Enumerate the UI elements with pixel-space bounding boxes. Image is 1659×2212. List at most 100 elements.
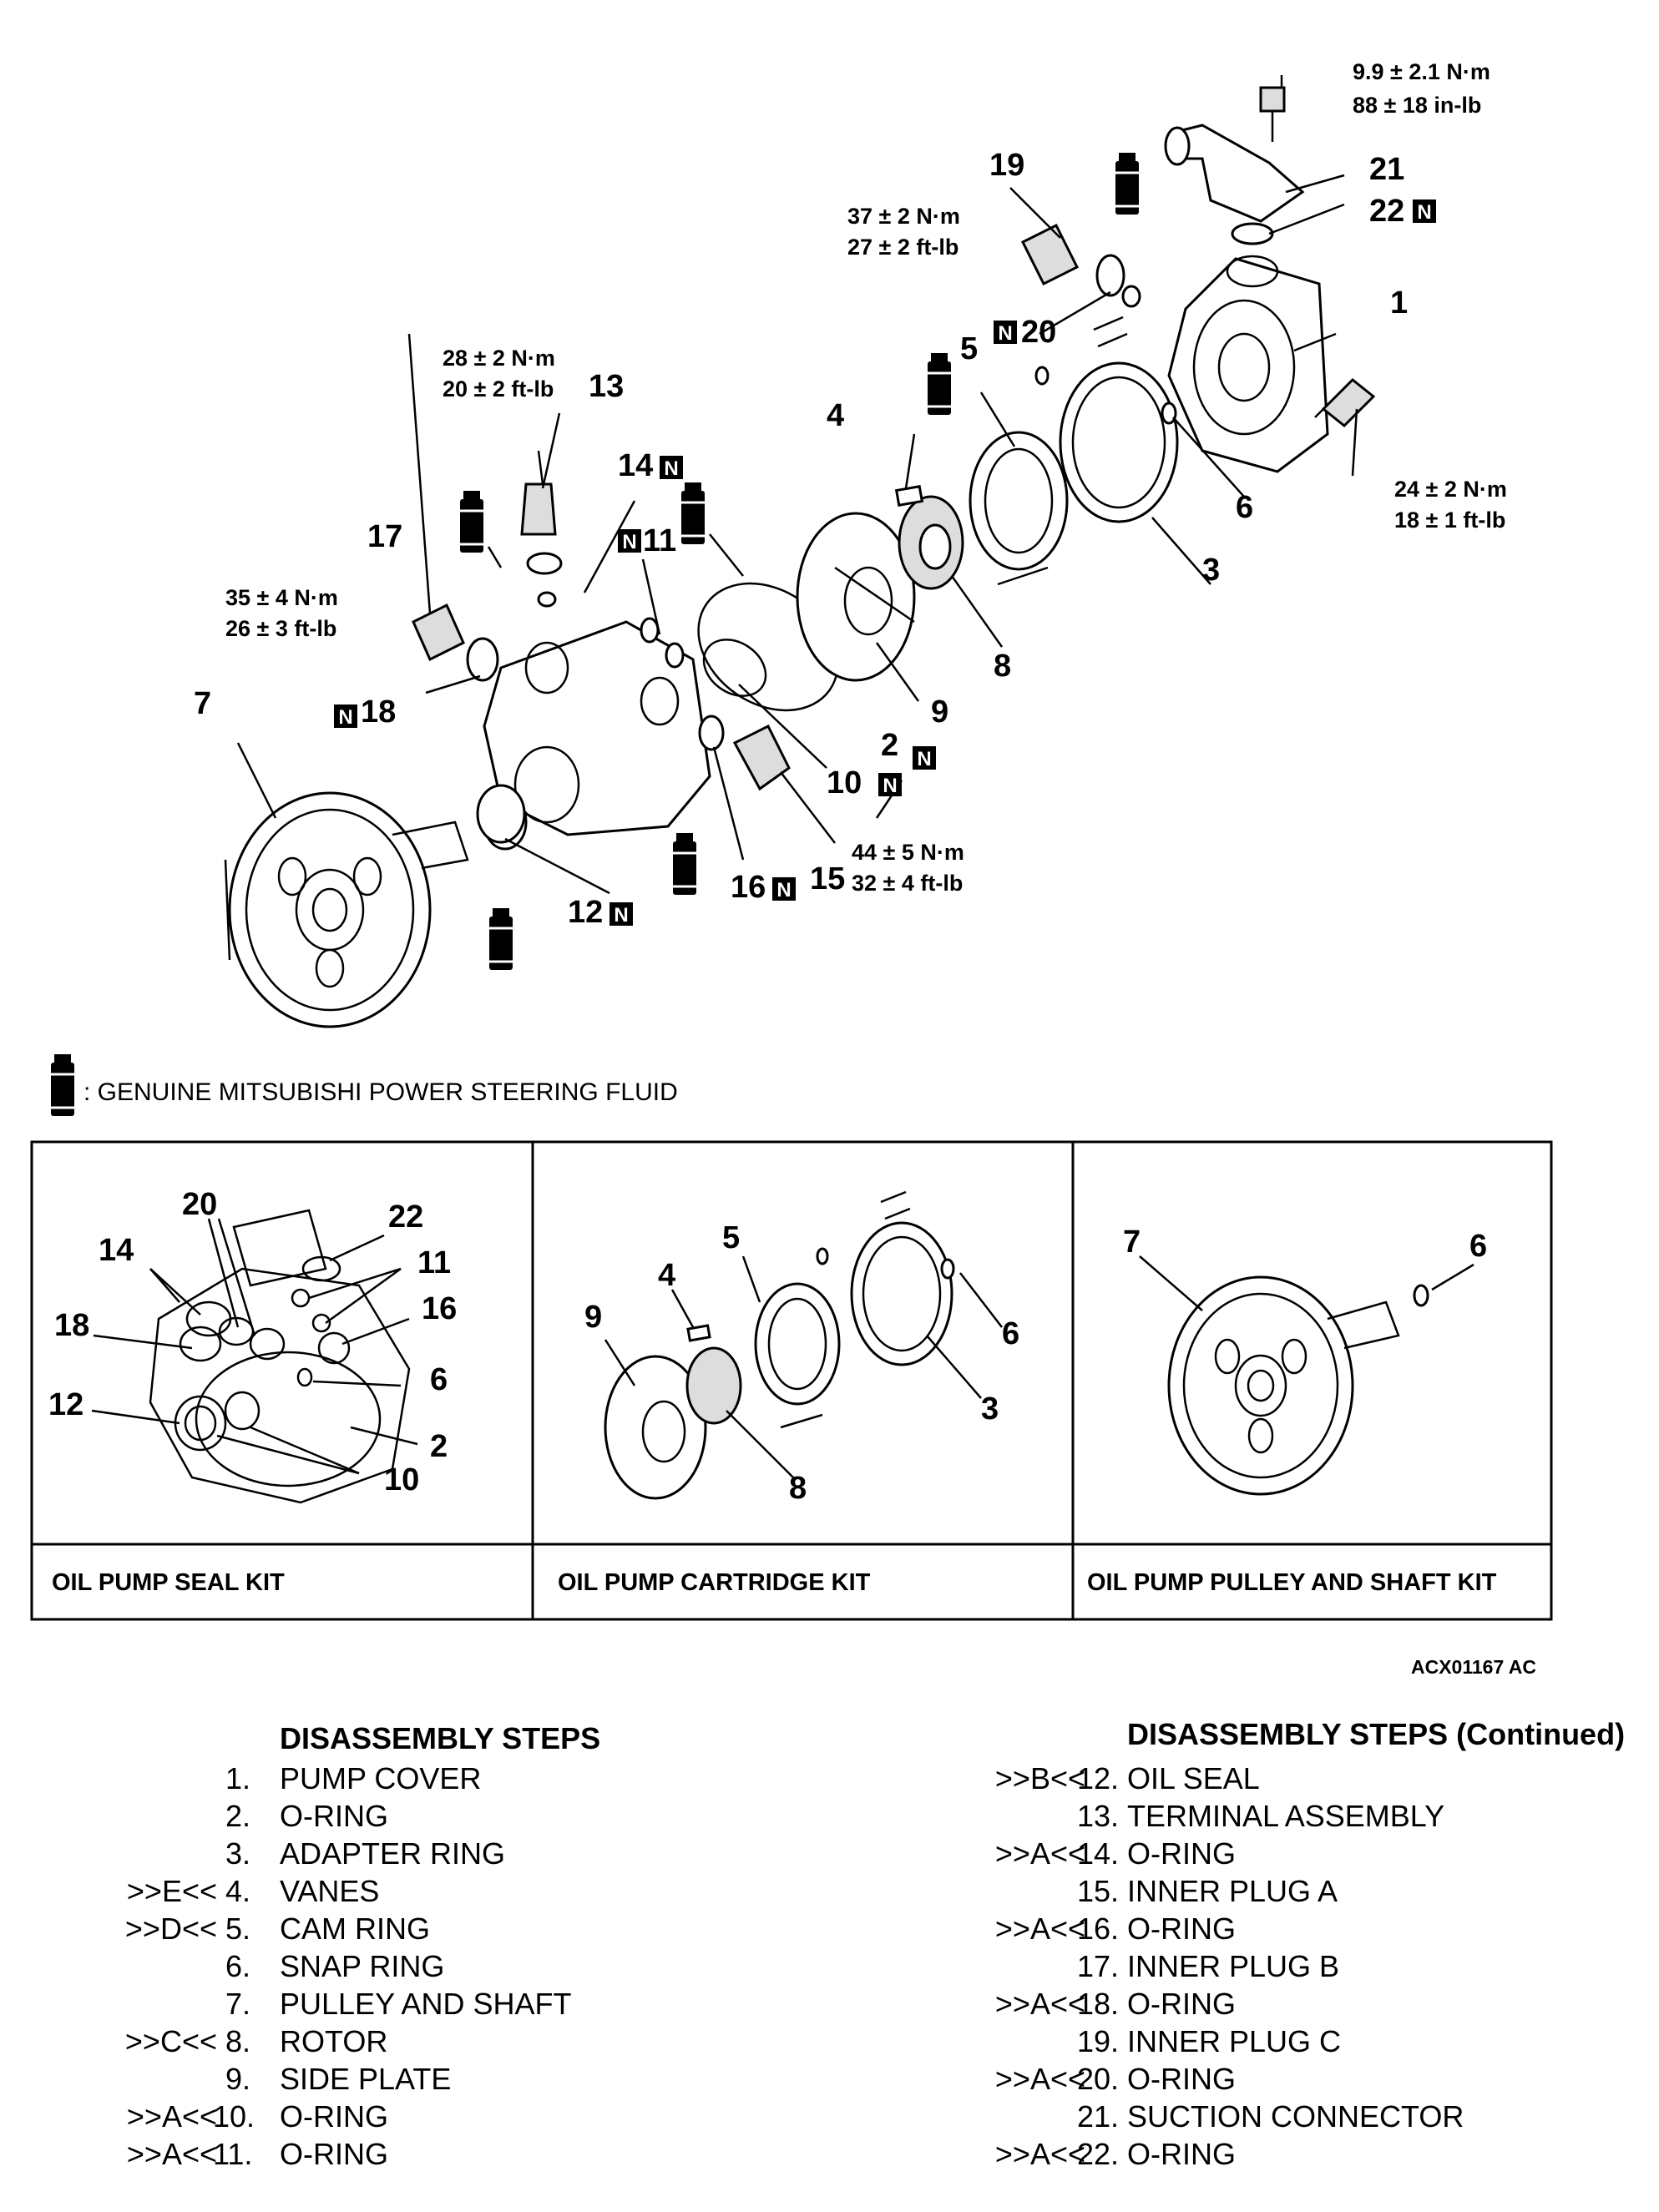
step-reference: >>A<< [126,2099,217,2134]
fluid-bottle-icon [1114,151,1141,216]
step-reference: >>A<< [994,1987,1085,2021]
step-row: 19.INNER PLUG C [868,2023,1659,2060]
cartridge-kit-callout-5: 5 [722,1220,740,1255]
torque-17-metric: 35 ± 4 N·m [225,585,338,610]
step-name: SNAP RING [280,1949,445,1983]
seal-kit-callout-2: 2 [430,1429,448,1464]
step-name: SIDE PLATE [280,2062,452,2096]
callout-5: 5 [960,331,978,366]
step-number: 3. [225,1836,250,1871]
fluid-bottle-icon [488,907,514,972]
step-number: 21. [1076,2099,1119,2134]
seal-kit-callout-14: 14 [99,1233,134,1268]
step-row: >>A<<10.O-RING [0,2098,751,2135]
step-name: CAM RING [280,1912,430,1946]
new-part-mark: N [998,322,1012,345]
torque-21-metric: 9.9 ± 2.1 N·m [1353,59,1490,84]
step-reference: >>A<< [994,1836,1085,1871]
figure-id: ACX01167 AC [1411,1656,1536,1678]
new-part-mark: N [338,706,352,729]
step-reference: >>D<< [124,1912,217,1946]
fluid-bottle-icon [926,351,953,417]
step-name: O-RING [1127,1836,1236,1871]
step-number: 15. [1076,1874,1119,1908]
new-part-mark: N [622,531,636,553]
step-row: >>A<<18.O-RING [868,1985,1659,2023]
step-row: 9. SIDE PLATE [0,2060,751,2098]
step-number: 11. [213,2137,253,2171]
step-row: >>E<<4.VANES [0,1872,751,1910]
pulley-kit-illustration: 7 6 [1123,1225,1487,1496]
vanes-part [894,484,924,508]
step-number: 9. [225,2062,250,2096]
step-number: 17. [1076,1949,1119,1983]
step-number: 13. [1076,1799,1119,1833]
fluid-bottle-icon [671,831,698,896]
kit-table: 20 22 14 11 18 16 6 12 2 10 [30,1140,1553,1621]
step-number: 2. [225,1799,250,1833]
torque-17-imperial: 26 ± 3 ft-lb [225,616,336,641]
cartridge-kit-illustration: 5 4 9 6 3 8 [584,1190,1019,1506]
torque-1-metric: 24 ± 2 N·m [1394,477,1507,502]
cartridge-kit-callout-3: 3 [981,1391,999,1427]
seal-kit-callout-16: 16 [422,1291,457,1326]
step-row: >>A<<20.O-RING [868,2060,1659,2098]
steps-left-title: DISASSEMBLY STEPS [280,1721,601,1755]
callout-14: 14 [618,448,653,483]
step-reference: >>A<< [994,2137,1085,2171]
fluid-bottle-icon [458,489,485,554]
pulley-kit-callout-6: 6 [1469,1229,1487,1264]
side-plate-part [796,512,916,682]
step-number: 5. [225,1912,250,1946]
step-name: PUMP COVER [280,1761,482,1795]
callout-7: 7 [194,686,211,721]
legend-text: : GENUINE MITSUBISHI POWER STEERING FLUI… [83,1078,678,1106]
cover-bolt-part [1314,377,1376,428]
step-name: INNER PLUG B [1127,1949,1340,1983]
step-name: O-RING [1127,1912,1236,1946]
new-part-mark: N [1417,201,1431,224]
pulley-and-shaft-part [224,791,469,1028]
callout-9: 9 [931,694,948,730]
callout-10: 10 [827,765,862,800]
step-name: O-RING [280,2099,388,2134]
step-row: 6.SNAP RING [0,1947,751,1985]
adapter-ring-part [1059,361,1179,523]
main-exploded-view: 1 2 3 4 5 6 7 8 9 10 11 12 13 14 15 16 1… [194,59,1507,1028]
pump-cover-part [1167,255,1329,473]
seal-kit-callout-12: 12 [48,1387,83,1422]
torque-1-imperial: 18 ± 1 ft-lb [1394,508,1505,533]
torque-19-imperial: 27 ± 2 ft-lb [847,235,958,260]
callout-4: 4 [827,398,844,433]
torque-13-metric: 28 ± 2 N·m [443,346,555,371]
step-name: O-RING [1127,2062,1236,2096]
connector-bolt-part [1259,86,1286,142]
step-number: 16. [1076,1912,1119,1946]
step-number: 22. [1076,2137,1119,2171]
callout-3: 3 [1202,553,1220,588]
step-name: O-RING [280,1799,388,1833]
pulley-kit-label: OIL PUMP PULLEY AND SHAFT KIT [1087,1569,1497,1596]
rotor-part [898,495,964,590]
pulley-kit-callout-7: 7 [1123,1225,1141,1260]
callout-1: 1 [1390,285,1408,321]
cartridge-kit-callout-9: 9 [584,1300,602,1335]
step-row: >>A<<11.O-RING [0,2135,751,2173]
o-ring-11b [665,642,685,669]
seal-kit-callout-10: 10 [384,1462,419,1497]
step-row: 2. O-RING [0,1797,751,1835]
new-part-mark: N [664,457,678,480]
torque-13-imperial: 20 ± 2 ft-lb [443,376,554,401]
seal-kit-callout-11: 11 [417,1245,451,1280]
cartridge-kit-callout-6: 6 [1002,1316,1019,1351]
step-name: ROTOR [280,2024,388,2058]
step-reference: >>A<< [126,2137,217,2171]
step-row: >>A<<16.O-RING [868,1910,1659,1947]
step-name: TERMINAL ASSEMBLY [1127,1799,1445,1833]
step-name: INNER PLUG C [1127,2024,1342,2058]
new-part-mark: N [614,904,628,927]
torque-21-imperial: 88 ± 18 in-lb [1353,93,1481,118]
new-part-mark: N [917,748,931,770]
callout-12: 12 [568,895,603,930]
cartridge-kit-label: OIL PUMP CARTRIDGE KIT [558,1569,871,1596]
